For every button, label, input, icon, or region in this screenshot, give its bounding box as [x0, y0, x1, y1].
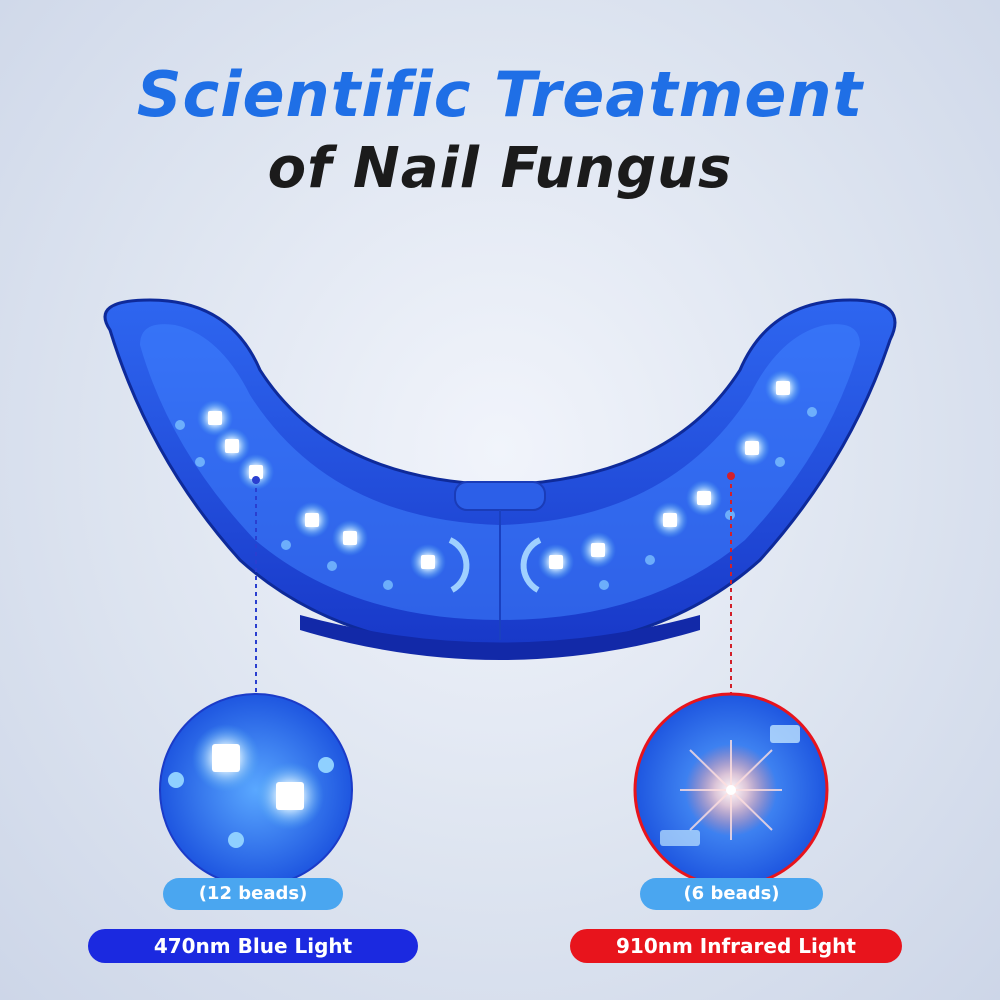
headline-line-1: Scientific Treatment: [136, 58, 864, 131]
headline-line-2: of Nail Fungus: [267, 136, 733, 201]
led-chips: [208, 381, 790, 569]
infrared-bead-closeup: [633, 692, 829, 888]
blue-bead-closeup: [159, 693, 353, 887]
infrared-bead-count: (6 beads): [640, 878, 823, 910]
blue-light-label: 470nm Blue Light: [88, 929, 418, 963]
infrared-light-label: 910nm Infrared Light: [570, 929, 902, 963]
device-inner-channel: [140, 324, 860, 620]
blue-bead-count: (12 beads): [163, 878, 343, 910]
device-center-hub: [454, 481, 546, 511]
device-base: [300, 615, 700, 660]
